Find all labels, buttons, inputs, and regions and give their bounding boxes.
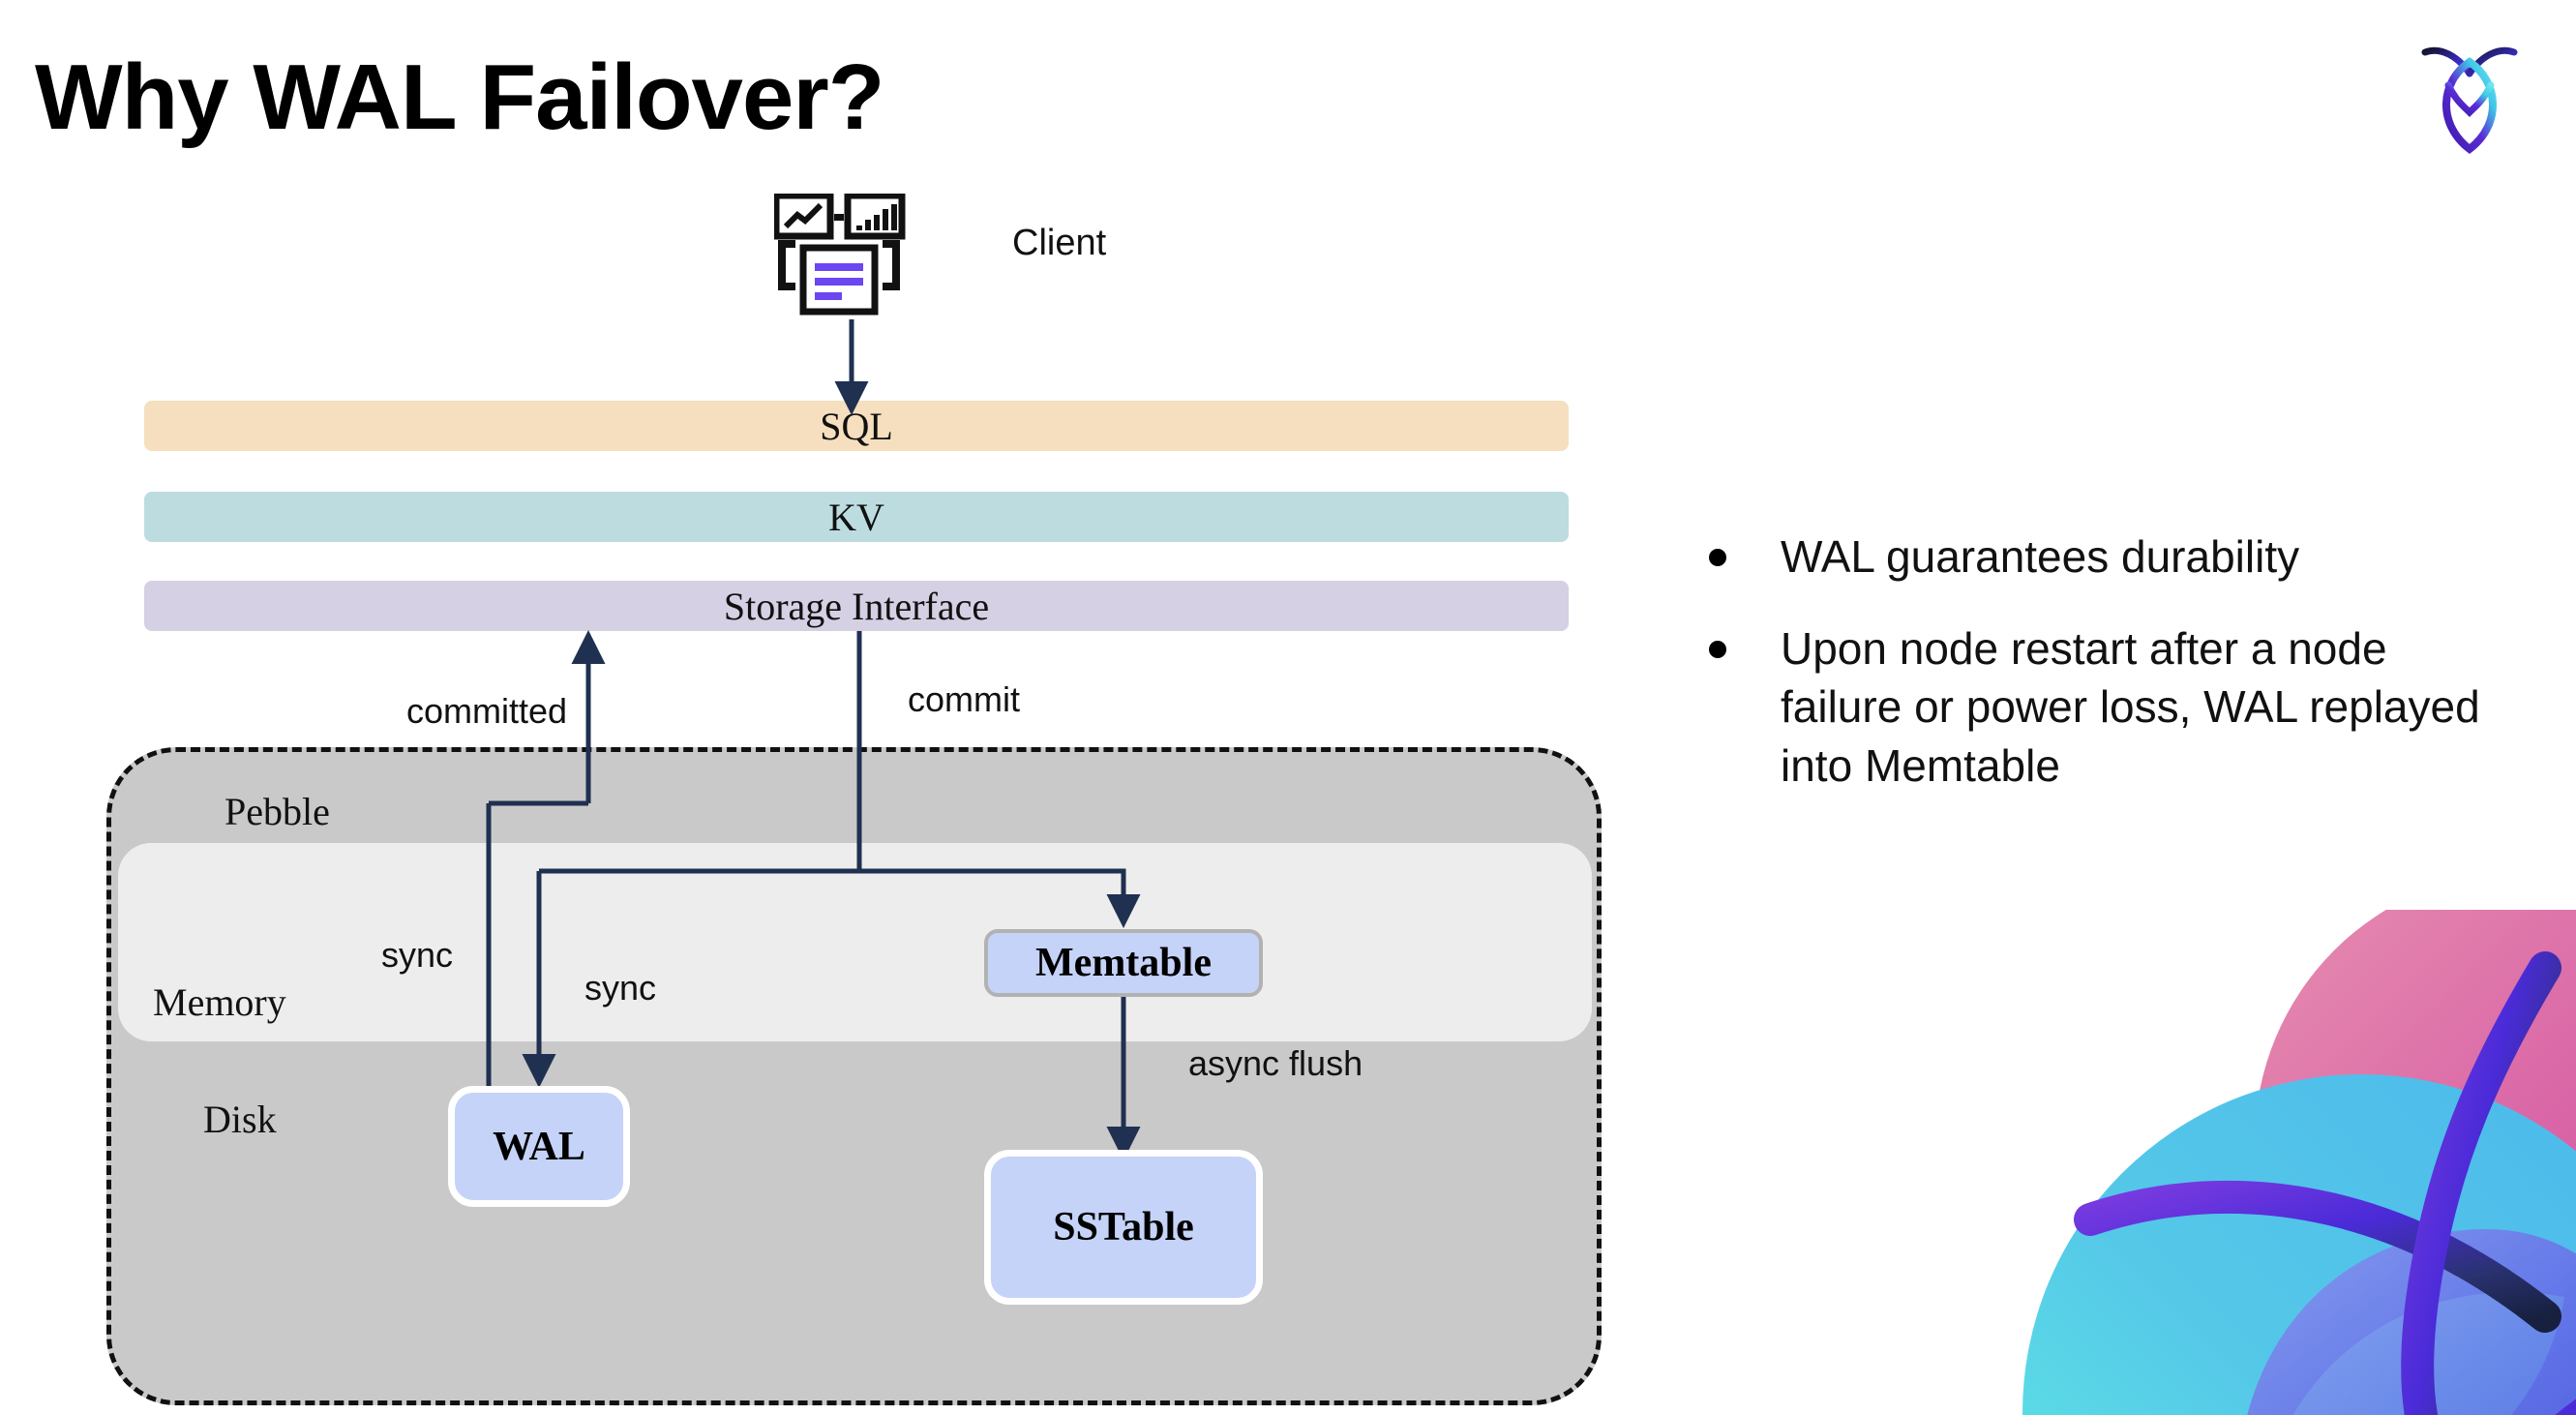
layer-bar-kv-label: KV (828, 495, 884, 539)
cockroachdb-logo-icon (2415, 35, 2524, 155)
node-memtable: Memtable (984, 929, 1263, 997)
bullet-dot-icon (1709, 640, 1726, 658)
node-sstable: SSTable (984, 1150, 1263, 1305)
bullet-text: Upon node restart after a node failure o… (1781, 622, 2480, 792)
page-title: Why WAL Failover? (35, 45, 884, 149)
memory-label: Memory (153, 980, 286, 1024)
edge-label-sync-left: sync (381, 935, 454, 975)
client-dashboard-icon (772, 192, 929, 319)
layer-bar-sql-label: SQL (820, 404, 893, 448)
list-item: WAL guarantees durability (1709, 527, 2512, 587)
list-item: Upon node restart after a node failure o… (1709, 619, 2512, 796)
pebble-label: Pebble (225, 790, 330, 833)
layer-bar-storage-interface-label: Storage Interface (723, 584, 990, 628)
edge-label-committed: committed (406, 691, 568, 731)
node-wal-label: WAL (493, 1124, 585, 1169)
client-label: Client (1012, 223, 1107, 263)
edge-label-commit: commit (908, 679, 1020, 719)
layer-bar-kv: KV (144, 492, 1569, 542)
edge-label-sync-right: sync (584, 968, 657, 1008)
bullet-dot-icon (1709, 549, 1726, 566)
node-memtable-label: Memtable (1035, 941, 1212, 985)
bullet-list: WAL guarantees durability Upon node rest… (1709, 527, 2512, 828)
layer-bar-storage-interface: Storage Interface (144, 581, 1569, 631)
node-wal: WAL (448, 1086, 630, 1207)
bullet-text: WAL guarantees durability (1781, 531, 2300, 582)
node-sstable-label: SSTable (1053, 1205, 1194, 1249)
disk-label: Disk (203, 1098, 277, 1141)
layer-bar-sql: SQL (144, 401, 1569, 451)
edge-label-async-flush: async flush (1188, 1043, 1363, 1083)
memory-region (118, 843, 1592, 1041)
cockroachdb-decorative-graphic (1945, 910, 2576, 1415)
